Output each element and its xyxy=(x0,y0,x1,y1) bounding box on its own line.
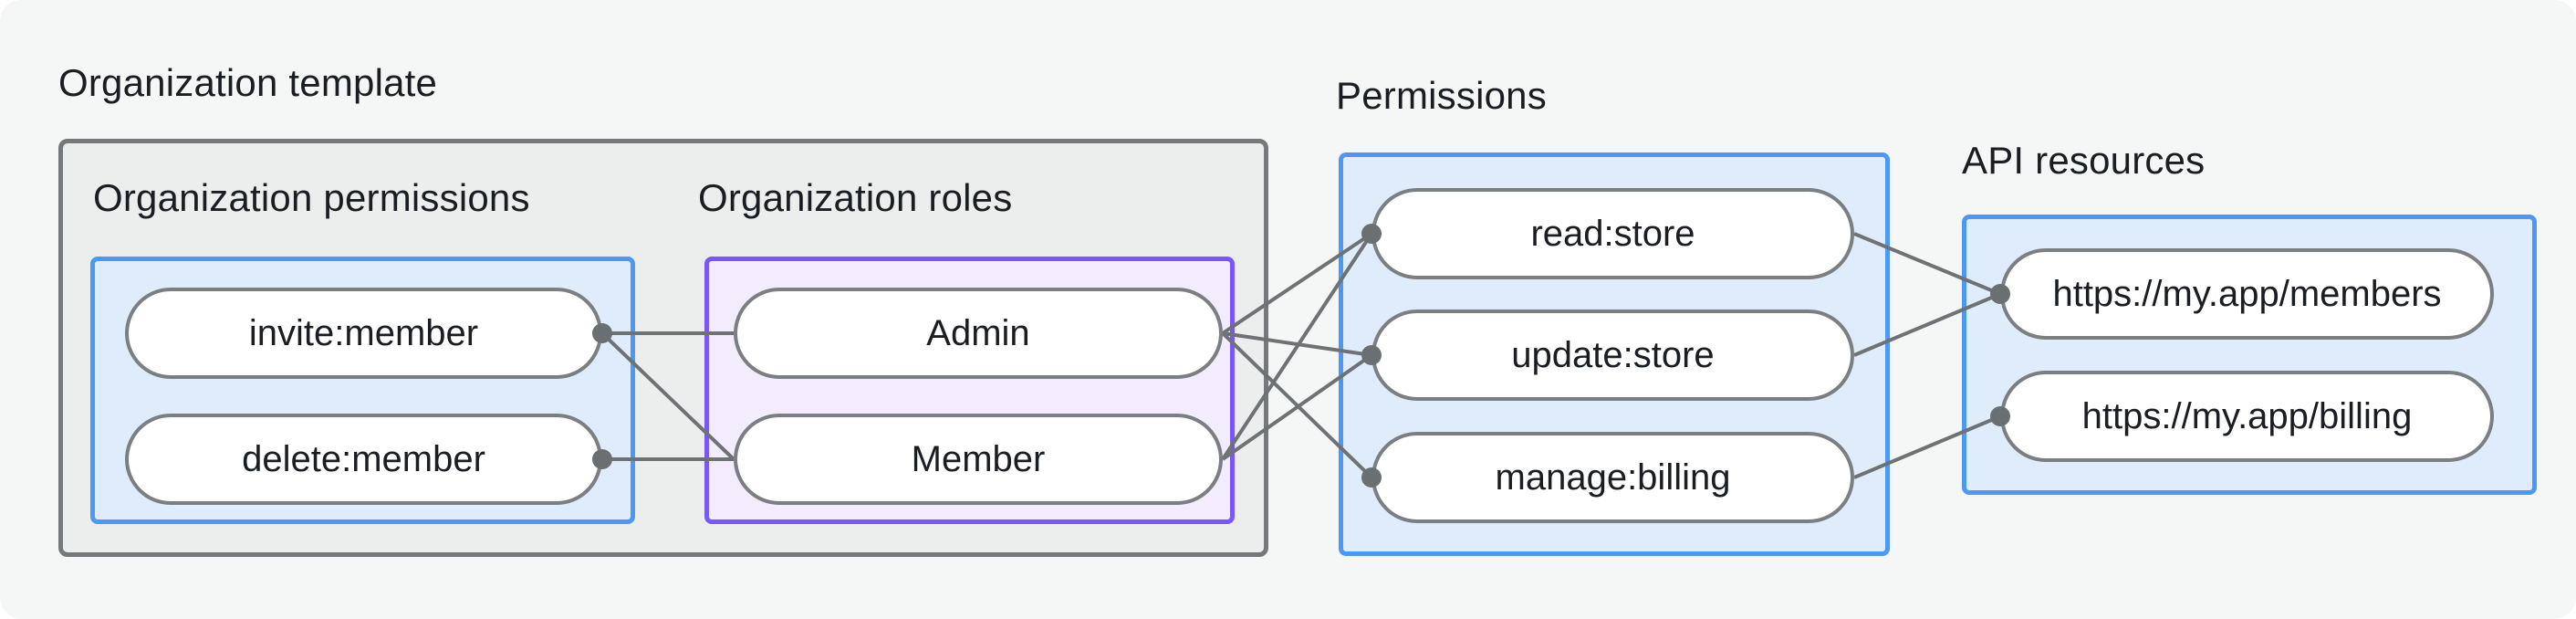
node-manage-billing: manage:billing xyxy=(1371,432,1854,523)
connection-dot xyxy=(1361,467,1382,488)
permissions-heading: Permissions xyxy=(1336,74,1547,117)
node-role-admin: Admin xyxy=(734,288,1223,379)
connection-dot xyxy=(1990,284,2010,304)
org-roles-heading: Organization roles xyxy=(698,176,1013,219)
node-delete-member: delete:member xyxy=(125,414,602,505)
connection-dot xyxy=(1361,224,1382,244)
connection-dot xyxy=(1990,406,2010,426)
node-api-billing: https://my.app/billing xyxy=(2000,371,2494,462)
connection-dot xyxy=(1361,345,1382,365)
node-invite-member: invite:member xyxy=(125,288,602,379)
org-permissions-heading: Organization permissions xyxy=(93,176,530,219)
api-resources-heading: API resources xyxy=(1962,139,2206,182)
diagram-title: Organization template xyxy=(58,61,438,104)
node-update-store: update:store xyxy=(1371,310,1854,401)
node-api-members: https://my.app/members xyxy=(2000,248,2494,340)
connection-dot xyxy=(592,449,612,469)
node-role-member: Member xyxy=(734,414,1223,505)
node-read-store: read:store xyxy=(1371,188,1854,279)
connection-dot xyxy=(592,323,612,343)
